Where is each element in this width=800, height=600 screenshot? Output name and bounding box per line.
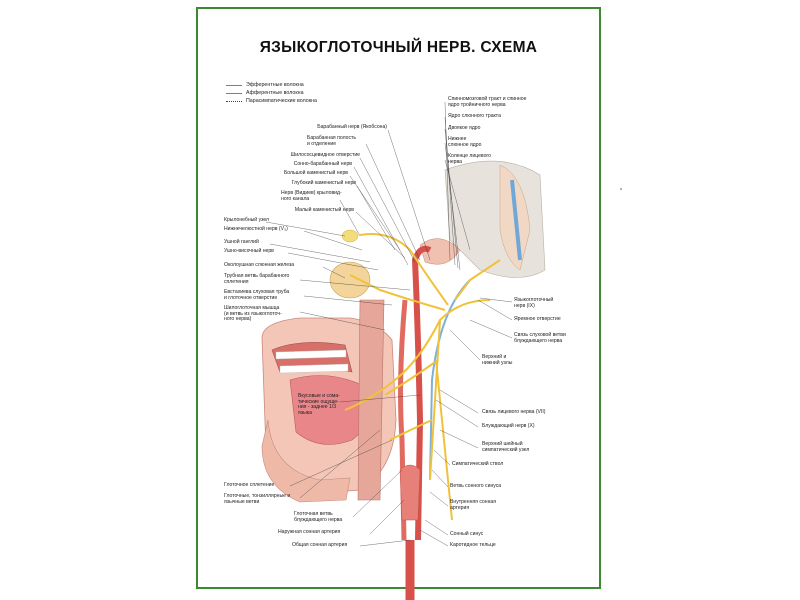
label-carotid-sinus: Сонный синус [450, 531, 484, 537]
brainstem-blue [510, 179, 522, 261]
label-nucleus-ambiguus: Двоякое ядро [448, 125, 481, 131]
legend-line-efferent [226, 84, 242, 86]
label-taste-sensation: Вкусовые и сома- тические ощуще- ния - з… [298, 393, 340, 416]
label-vagus-pharyngeal-branch: Глоточная ветвь блуждающего нерва [294, 511, 343, 523]
legend-line-afferent [226, 92, 242, 94]
label-stylomastoid-foramen: Шилососцевидное отверстие [290, 152, 360, 158]
label-tympanic-nerve: Барабанный нерв (Якобсона) [317, 124, 387, 130]
label-pterygopalatine-ganglion: Крылонебный узел [224, 217, 270, 223]
legend-item-afferent: Афферентные волокна [226, 89, 317, 97]
legend-item-efferent: Эфферентные волокна [226, 81, 317, 89]
legend-line-parasympathetic [226, 100, 242, 102]
label-carotid-body: Каротидное тельце [450, 542, 496, 548]
label-deep-petrosal-nerve: Глубокий каменистый нерв [291, 180, 356, 186]
label-facial-nerve-link: Связь лицевого нерва (VII) [482, 409, 546, 415]
label-superior-cervical-ganglion: Верхний шейный симпатический узел [482, 441, 530, 453]
label-inferior-salivatory: Нижнее слюнное ядро [448, 136, 482, 148]
lower-jaw [261, 419, 351, 503]
label-stylopharyngeus: Шилоглоточная мышца (и ветвь из языкогло… [224, 305, 282, 323]
legend-label-efferent: Эфферентные волокна [246, 82, 304, 88]
label-vagus-nerve: Блуждающий нерв (X) [482, 423, 535, 429]
leader-lines [265, 129, 431, 547]
teeth-lower [279, 363, 349, 374]
temporal-bone [444, 160, 546, 278]
label-tubal-branch: Трубная ветвь барабанного сплетения [224, 273, 290, 285]
label-vidian-nerve: Нерв (Видиев) крыловид- ного канала [281, 190, 342, 202]
label-pharyngeal-branches: Глоточные, тонзиллярные и язычные ветви [224, 493, 291, 505]
label-pharyngeal-plexus: Глоточное сплетение [224, 482, 275, 488]
pharynx [357, 299, 385, 501]
parotid-gland [329, 261, 371, 299]
label-jugular-foramen: Яремное отверстие [514, 316, 561, 322]
label-external-carotid: Наружная сонная артерия [278, 529, 341, 535]
label-solitary-nucleus: Ядро слюнного тракта [448, 113, 501, 119]
teeth-upper [275, 349, 347, 360]
label-superior-inferior-ganglia: Верхний и нижний узлы [482, 354, 513, 366]
page-title: ЯЗЫКОГЛОТОЧНЫЙ НЕРВ. СХЕМА [259, 39, 538, 56]
label-parotid-gland: Околоушная слюнная железа [224, 262, 295, 268]
carotid-bifurcation [399, 464, 421, 521]
label-greater-petrosal-nerve: Большой каменистый нерв [283, 170, 348, 176]
leader-lines-right [419, 101, 513, 547]
pterygopalatine-ganglion [341, 229, 359, 243]
label-auricular-branch-link: Связь слуховой ветви блуждающего нерва [514, 332, 566, 344]
label-mandibular-nerve: Нижнечелюстной нерв (V₃) [224, 226, 288, 232]
legend-label-afferent: Афферентные волокна [246, 90, 304, 96]
legend-item-parasympathetic: Парасимпатические волокна [226, 97, 317, 105]
label-tympanic-cavity: Барабанная полость и отделение [307, 135, 356, 147]
poster-frame: ЯЗЫКОГЛОТОЧНЫЙ НЕРВ. СХЕМА Эфферентные в… [196, 7, 601, 589]
label-lesser-petrosal-nerve: Малый каменистый нерв [294, 207, 354, 213]
label-otic-ganglion: Ушной ганглий [224, 239, 259, 245]
legend: Эфферентные волокна Афферентные волокна … [226, 81, 317, 105]
internal-carotid-artery [411, 245, 432, 541]
stray-dot [620, 188, 622, 190]
label-spinal-trigeminal: Спинномозговой тракт и спинное ядро трой… [448, 96, 527, 108]
label-sympathetic-trunk: Симпатический ствол [452, 461, 504, 467]
legend-label-parasympathetic: Парасимпатические волокна [246, 98, 317, 104]
label-carotid-sinus-branch: Ветвь сонного синуса [450, 483, 502, 489]
label-auriculotemporal-nerve: Ушно-височный нерв [224, 248, 274, 254]
label-eustachian-tube: Евстахиева слуховая труба и глоточное от… [224, 289, 290, 301]
label-internal-carotid: Внутренняя сонная артерия [450, 499, 496, 511]
label-caroticotympanic-nerve: Сонно-барабанный нерв [293, 161, 352, 167]
label-facial-genu: Коленце лицевого нерва [448, 153, 491, 165]
label-glossopharyngeal-nerve: Языкоглоточный нерв (IX) [514, 297, 554, 309]
nerve-paths [344, 233, 501, 521]
label-common-carotid: Общая сонная артерия [292, 542, 348, 548]
